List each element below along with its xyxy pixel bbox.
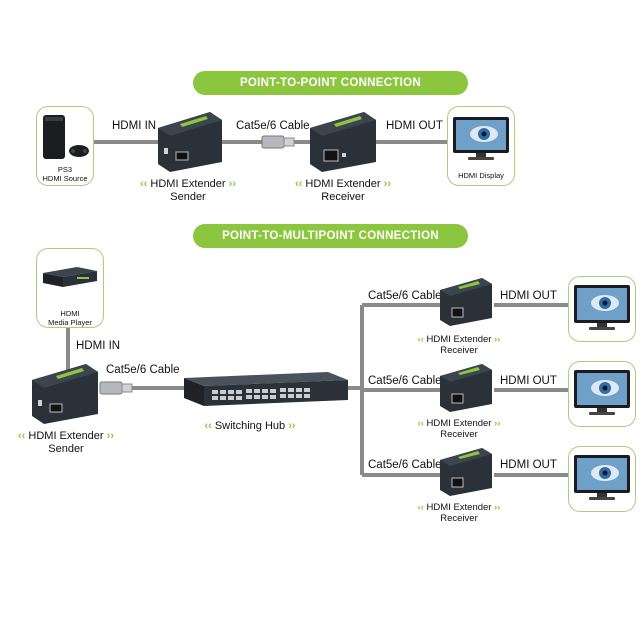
p2p-cable-label: Cat5e/6 Cable [236, 120, 310, 132]
chevron-right-icon: ›› [494, 502, 501, 513]
branch-2-receiver-label-2: Receiver [440, 429, 478, 440]
chevron-left-icon: ‹‹ [417, 334, 424, 345]
p2p-sender-label-2: Sender [170, 191, 206, 203]
p2mp-sender-label-2: Sender [48, 443, 84, 455]
branch-1-receiver-label-1: HDMI Extender [426, 334, 492, 345]
branch-2-hdmi-out-label: HDMI OUT [500, 375, 557, 387]
chevron-left-icon: ‹‹ [417, 502, 424, 513]
branch-3-receiver-label: ‹‹ HDMI Extender ›› Receiver [404, 502, 514, 524]
branch-3-display-card [568, 446, 636, 512]
branch-3-receiver-device [440, 448, 492, 496]
branch-1-receiver-device [440, 278, 492, 326]
ps3-caption-1: PS3 [57, 165, 73, 174]
switching-hub-device [184, 372, 348, 406]
ps3-console-icon [43, 115, 89, 159]
chevron-right-icon: ›› [494, 334, 501, 345]
branch-3-cable-label: Cat5e/6 Cable [368, 459, 442, 471]
display-icon [574, 455, 630, 500]
branch-2-receiver-label-1: HDMI Extender [426, 418, 492, 429]
p2p-sender-label: ‹‹ HDMI Extender ›› Sender [128, 178, 248, 204]
chevron-right-icon: ›› [106, 430, 114, 442]
display-icon [574, 285, 630, 330]
media-player-icon [43, 267, 97, 287]
media-player-card: HDMI Media Player [36, 248, 104, 328]
ps3-caption-2: HDMI Source [42, 174, 88, 183]
player-caption-2: Media Player [48, 318, 92, 327]
branch-1-cable-label: Cat5e/6 Cable [368, 290, 442, 302]
display-icon [574, 370, 630, 415]
branch-3-receiver-label-2: Receiver [440, 513, 478, 524]
hdmi-display-icon [453, 117, 509, 160]
p2p-hdmi-in-label: HDMI IN [112, 120, 157, 132]
branch-2-display-card [568, 361, 636, 427]
p2p-receiver-label-1: HDMI Extender [305, 178, 381, 190]
p2p-sender-device [158, 112, 222, 172]
chevron-left-icon: ‹‹ [295, 178, 303, 190]
p2p-display-card: HDMI Display [447, 106, 515, 186]
branch-1-hdmi-out-label: HDMI OUT [500, 290, 557, 302]
p2p-receiver-device [310, 112, 376, 172]
chevron-left-icon: ‹‹ [204, 420, 212, 432]
p2p-rj45-plug [261, 135, 295, 149]
display-caption: HDMI Display [458, 171, 504, 180]
chevron-left-icon: ‹‹ [18, 430, 26, 442]
p2p-banner: POINT-TO-POINT CONNECTION [193, 71, 468, 95]
chevron-right-icon: ›› [383, 178, 391, 190]
chevron-left-icon: ‹‹ [140, 178, 148, 190]
p2mp-sender-label: ‹‹ HDMI Extender ›› Sender [6, 430, 126, 456]
p2mp-rj45-plug [99, 381, 133, 395]
branch-2-receiver-device [440, 364, 492, 412]
p2mp-sender-label-1: HDMI Extender [28, 430, 104, 442]
branch-3-receiver-label-1: HDMI Extender [426, 502, 492, 513]
p2mp-banner: POINT-TO-MULTIPOINT CONNECTION [193, 224, 468, 248]
p2p-receiver-label: ‹‹ HDMI Extender ›› Receiver [283, 178, 403, 204]
ps3-source-card: PS3 HDMI Source [36, 106, 94, 186]
chevron-left-icon: ‹‹ [417, 418, 424, 429]
p2p-hdmi-out-label: HDMI OUT [386, 120, 443, 132]
branch-1-receiver-label-2: Receiver [440, 345, 478, 356]
player-caption-1: HDMI [60, 309, 80, 318]
chevron-right-icon: ›› [288, 420, 296, 432]
chevron-right-icon: ›› [494, 418, 501, 429]
branch-1-display-card [568, 276, 636, 342]
p2mp-hdmi-in-label: HDMI IN [76, 340, 121, 352]
p2p-receiver-label-2: Receiver [321, 191, 365, 203]
branch-1-receiver-label: ‹‹ HDMI Extender ›› Receiver [404, 334, 514, 356]
branch-2-cable-label: Cat5e/6 Cable [368, 375, 442, 387]
p2mp-cable-label: Cat5e/6 Cable [106, 364, 180, 376]
p2p-sender-label-1: HDMI Extender [150, 178, 226, 190]
branch-3-hdmi-out-label: HDMI OUT [500, 459, 557, 471]
chevron-right-icon: ›› [228, 178, 236, 190]
hub-label-text: Switching Hub [214, 420, 286, 432]
branch-2-receiver-label: ‹‹ HDMI Extender ›› Receiver [404, 418, 514, 440]
p2mp-sender-device [32, 364, 98, 424]
hub-label: ‹‹ Switching Hub ›› [180, 420, 320, 433]
